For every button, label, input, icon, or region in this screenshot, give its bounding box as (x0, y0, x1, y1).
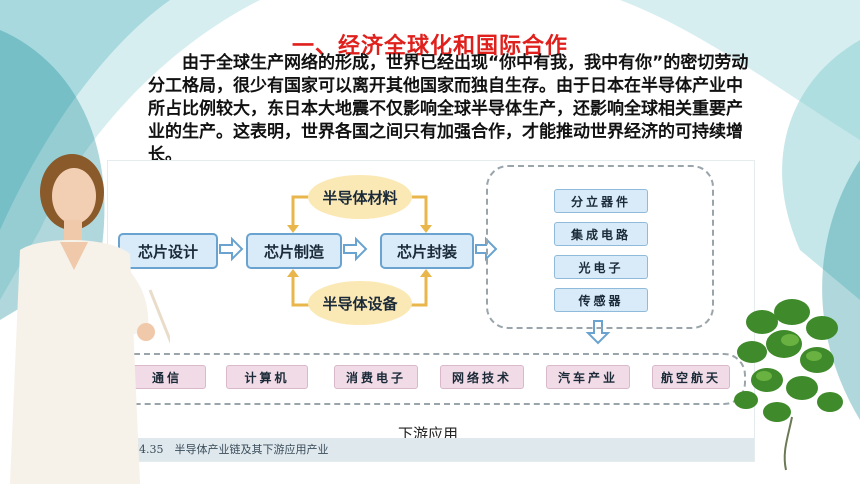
products-group (486, 165, 714, 329)
chain-box-design: 芯片设计 (118, 233, 218, 269)
app-aerospace: 航空航天 (652, 365, 730, 389)
chain-box-packaging: 芯片封装 (380, 233, 474, 269)
product-sensors: 传感器 (554, 288, 648, 312)
potted-plant-icon (734, 299, 843, 471)
chain-box-manufacturing: 芯片制造 (246, 233, 342, 269)
app-consumer-electronics: 消费电子 (334, 365, 418, 389)
product-integrated-circuits: 集成电路 (554, 222, 648, 246)
caption-bar: 图4.35 半导体产业链及其下游应用产业 (108, 438, 754, 461)
figure-caption: 图4.35 半导体产业链及其下游应用产业 (128, 443, 329, 456)
applications-group (112, 353, 746, 405)
presenter-woman-icon (10, 154, 170, 484)
app-computers: 计算机 (226, 365, 308, 389)
app-network-technology: 网络技术 (440, 365, 524, 389)
diagram-arrows (219, 195, 611, 345)
app-automotive: 汽车产业 (546, 365, 630, 389)
product-discrete-devices: 分立器件 (554, 189, 648, 213)
equipment-oval: 半导体设备 (308, 281, 412, 325)
slide-title: 一、经济全球化和国际合作 (291, 34, 568, 59)
industry-chain-figure: 芯片设计 芯片制造 芯片封装 半导体材料 半导体设备 分立器件 集成电路 光电子… (107, 160, 755, 462)
materials-oval: 半导体材料 (308, 175, 412, 219)
app-communication: 通信 (128, 365, 206, 389)
body-paragraph: 由于全球生产网络的形成，世界已经出现“你中有我，我中有你”的密切劳动分工格局，很… (148, 53, 749, 165)
product-optoelectronics: 光电子 (554, 255, 648, 279)
